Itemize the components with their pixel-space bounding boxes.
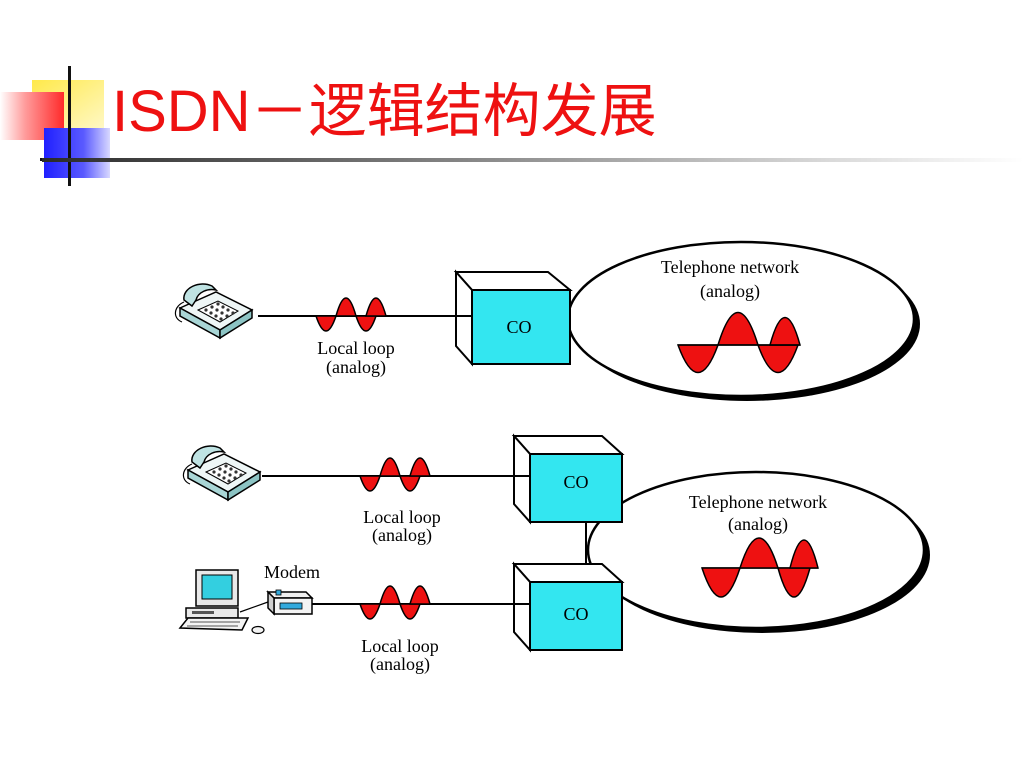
- co-lower-box: [529, 581, 623, 651]
- modem-label: Modem: [264, 562, 320, 582]
- title-decoration: [0, 66, 110, 186]
- telephone-icon: [174, 283, 253, 339]
- network-wave-2-fill-2: [738, 537, 780, 569]
- deco-blue-square: [44, 128, 110, 178]
- local-loop-wave-2: [335, 297, 357, 317]
- network-wave-2-fill-1: [700, 567, 742, 598]
- phone-loop-label: Local loop: [363, 507, 440, 527]
- modem-loop-label: Local loop: [361, 636, 438, 656]
- co-box: [471, 289, 571, 365]
- co-upper-box: [529, 453, 623, 523]
- co-box-side: [455, 269, 473, 367]
- local-loop-sublabel: (analog): [326, 357, 386, 378]
- telephone-network-sublabel-2: (analog): [728, 514, 788, 535]
- network-wave-fill-5: [769, 316, 801, 346]
- modem-loop-sublabel: (analog): [370, 654, 430, 675]
- co-upper-box-top: [511, 435, 625, 455]
- computer-modem-cable: [239, 601, 269, 613]
- telephone-icon-2: [182, 445, 261, 501]
- slide-title: ISDN－逻辑结构发展: [112, 79, 657, 144]
- telephone-network-label-2: Telephone network: [689, 492, 827, 512]
- network-wave-fill-2: [716, 312, 760, 346]
- phone-loop-wave-2: [379, 457, 401, 477]
- telephone-network-sublabel: (analog): [700, 281, 760, 302]
- local-loop-label: Local loop: [317, 338, 394, 358]
- modem-loop-wave-3: [398, 603, 422, 620]
- local-loop-wave-3: [354, 315, 378, 332]
- co-upper-label: CO: [563, 472, 588, 492]
- network-wave-fill-1: [676, 344, 720, 374]
- co-lower-label: CO: [563, 604, 588, 624]
- computer-icon: [178, 569, 265, 635]
- phone-loop-wave-1: [358, 475, 382, 492]
- local-loop-wave-4: [365, 297, 387, 317]
- modem-loop-wave-4: [409, 585, 431, 605]
- phone-loop-wave-4: [409, 457, 431, 477]
- modem-icon: [266, 589, 314, 616]
- deco-vertical-line: [68, 66, 71, 186]
- modem-loop-wave-1: [358, 603, 382, 620]
- network-wave-fill-3: [756, 344, 800, 374]
- modem-loop-wave-2: [379, 585, 401, 605]
- phone-loop-wave-3: [398, 475, 422, 492]
- local-loop-wave-1: [314, 315, 338, 332]
- network-wave-2-fill-4: [789, 539, 819, 569]
- network-wave-2-fill-3: [777, 567, 811, 598]
- phone-loop-sublabel: (analog): [372, 525, 432, 546]
- telephone-network-label: Telephone network: [661, 257, 799, 277]
- co-label: CO: [506, 317, 531, 337]
- co-box-top: [453, 271, 573, 291]
- title-divider: [42, 158, 1024, 162]
- co-lower-box-top: [511, 563, 625, 583]
